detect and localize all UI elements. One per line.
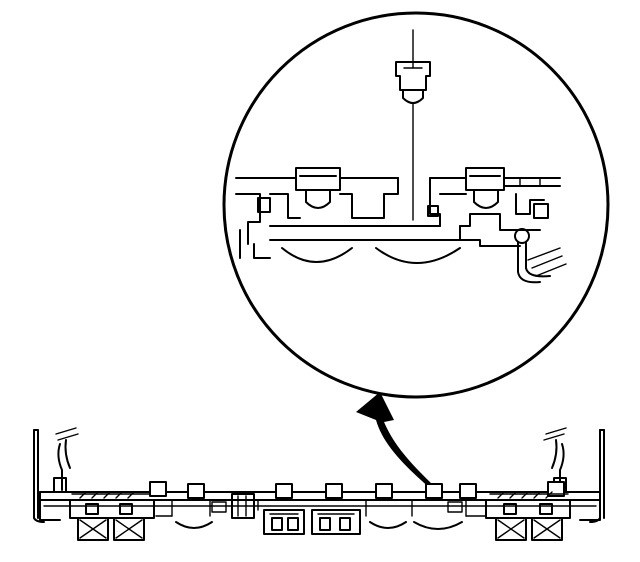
retainer-clip-seated-left [295,167,341,209]
retainer-clip [187,483,205,499]
detail-magnifier [222,11,610,399]
left-housing [69,491,155,541]
retainer-clip [459,483,477,499]
retainer-clip [325,483,343,499]
lamp-lenses-detail [281,247,461,264]
centre-modules [231,493,361,535]
lamp-lenses [175,521,463,530]
curved-arrow-icon [356,392,436,490]
detail-content [235,29,567,284]
retainer-clip-seated-right [465,167,505,209]
right-housing [485,491,571,541]
panel-section-detail [235,177,567,284]
detail-circle [222,11,610,399]
retainer-clip-detached [395,61,431,104]
retainer-row [149,481,565,499]
lamp-assembly [33,427,605,541]
left-bracket [33,427,79,523]
retainer-clip [425,483,443,499]
retainer-clip [375,483,393,499]
rail-details [155,499,487,517]
retainer-clip [149,481,167,497]
retainer-clip [275,483,293,499]
